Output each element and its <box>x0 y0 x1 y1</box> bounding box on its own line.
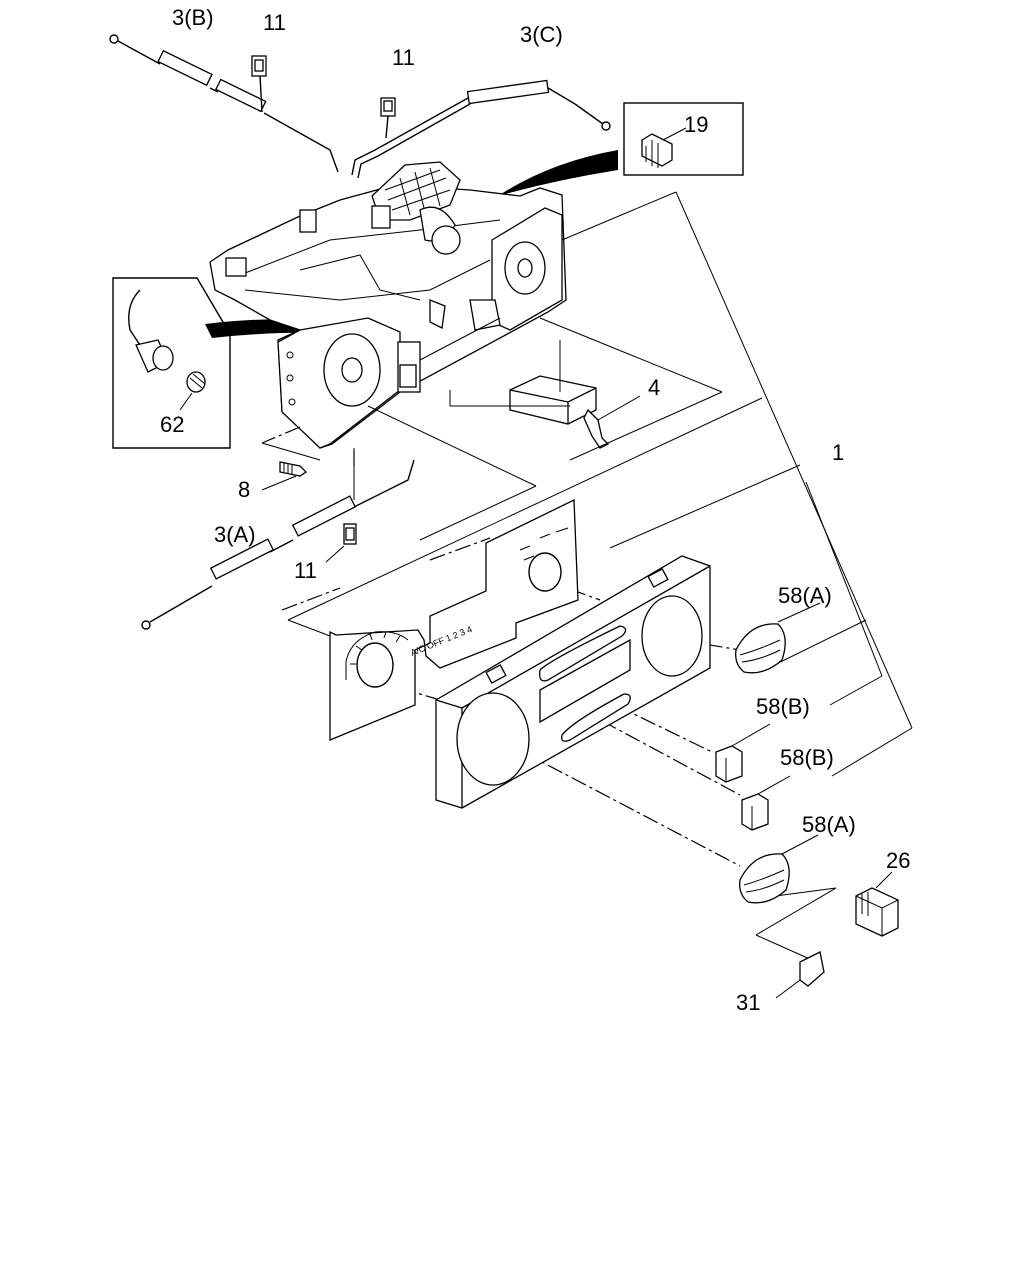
callout-4: 4 <box>648 375 660 400</box>
cable-3c <box>351 79 611 179</box>
cable-3b <box>109 34 339 173</box>
callout-11-low: 11 <box>294 558 317 583</box>
inset-part-62 <box>112 277 231 449</box>
bezel-frame-1 <box>435 555 711 809</box>
callout-62: 62 <box>160 412 184 437</box>
inset-part-19 <box>623 102 744 176</box>
callout-31: 31 <box>736 990 760 1015</box>
callout-labels: 3(B) 11 11 3(C) 19 4 62 8 1 3(A) 11 58(A… <box>160 5 910 1015</box>
screw-8 <box>261 461 308 491</box>
callout-58b-upper: 58(B) <box>756 694 810 719</box>
callout-8: 8 <box>238 477 250 502</box>
button-58b-lower <box>741 775 791 831</box>
callout-11-mid: 11 <box>392 45 415 70</box>
callout-3c: 3(C) <box>520 22 563 47</box>
part-4 <box>509 375 641 449</box>
callout-11-top: 11 <box>263 10 286 35</box>
clip-11-low <box>325 523 357 563</box>
callout-19: 19 <box>684 112 708 137</box>
control-mechanism <box>209 161 567 449</box>
callout-3a: 3(A) <box>214 522 256 547</box>
button-58b-upper <box>715 723 771 783</box>
callout-26: 26 <box>886 848 910 873</box>
guide-lines <box>261 191 913 961</box>
callout-1: 1 <box>832 440 844 465</box>
clip-11-mid <box>380 97 396 139</box>
callout-58a-upper: 58(A) <box>778 583 832 608</box>
part-26 <box>855 871 899 937</box>
cable-3a <box>141 448 415 630</box>
callout-58b-lower: 58(B) <box>780 745 834 770</box>
callout-58a-lower: 58(A) <box>802 812 856 837</box>
clip-11-top <box>251 55 267 113</box>
callout-3b: 3(B) <box>172 5 214 30</box>
panel-faceplate-graphic: A/C OFF 1 2 3 4 <box>329 498 579 741</box>
part-31 <box>775 951 825 999</box>
knob-58a-lower <box>739 834 819 904</box>
knob-58a-upper <box>735 602 821 674</box>
